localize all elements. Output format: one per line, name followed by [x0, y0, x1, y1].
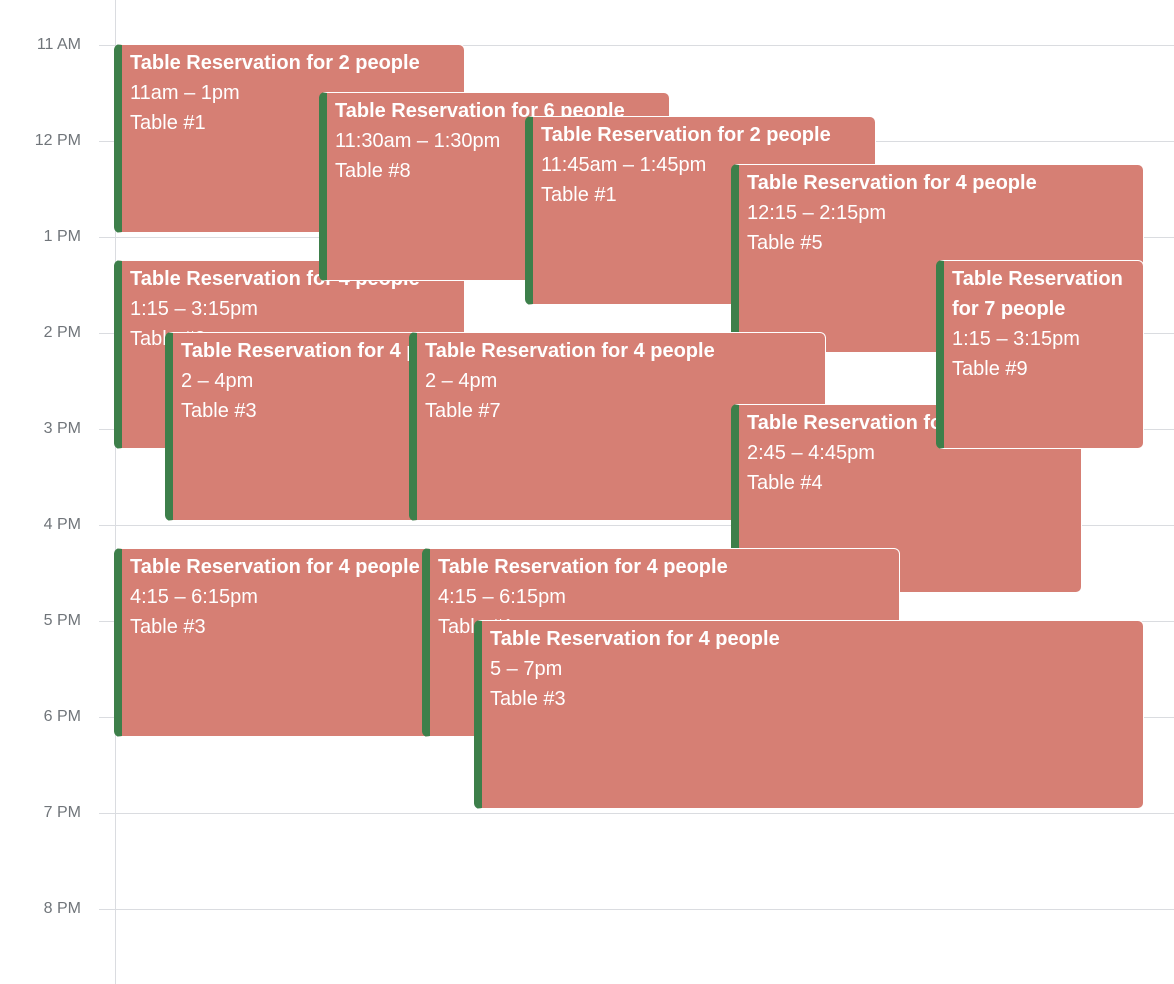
event-table: Table #5: [747, 232, 823, 254]
event-title: Table Reservation for 4 people: [490, 628, 780, 650]
event-title: Table Reservation for 2 people: [130, 52, 420, 74]
hour-row-11am: 11 AM: [0, 36, 1174, 53]
event-title: Table Reservation for 4 people: [747, 172, 1037, 194]
reservation-event[interactable]: Table Reservation for 4 people 4:15 – 6:…: [114, 548, 465, 737]
event-table: Table #3: [181, 400, 257, 422]
hour-label: 5 PM: [43, 612, 81, 629]
event-time: 5 – 7pm: [490, 658, 563, 680]
hour-label: 6 PM: [43, 708, 81, 725]
hour-row-4pm: 4 PM: [0, 516, 1174, 533]
hour-gridline: [99, 45, 1174, 46]
hour-row-7pm: 7 PM: [0, 804, 1174, 821]
event-time: 11:30am – 1:30pm: [335, 130, 501, 152]
hour-row-8pm: 8 PM: [0, 900, 1174, 917]
hour-gridline: [99, 813, 1174, 814]
hour-label: 12 PM: [34, 132, 81, 149]
event-time: 4:15 – 6:15pm: [438, 586, 566, 608]
hour-label: 8 PM: [43, 900, 81, 917]
event-time: 2:45 – 4:45pm: [747, 442, 875, 464]
event-title: Table Reservation for 2 people: [541, 124, 831, 146]
event-time: 11:45am – 1:45pm: [541, 154, 707, 176]
event-title: Table Reservation for 7 people: [952, 268, 1123, 320]
reservation-event[interactable]: Table Reservation for 7 people 1:15 – 3:…: [936, 260, 1144, 449]
hour-label: 2 PM: [43, 324, 81, 341]
event-title: Table Reservation for 4 people: [181, 340, 465, 362]
event-time: 2 – 4pm: [181, 370, 254, 392]
event-table: Table #1: [541, 184, 617, 206]
event-time: 12:15 – 2:15pm: [747, 202, 886, 224]
event-table: Table #8: [335, 160, 411, 182]
hour-label: 4 PM: [43, 516, 81, 533]
event-table: Table #4: [747, 472, 823, 494]
hour-gridline: [99, 525, 1174, 526]
event-title: Table Reservation for 4 people: [438, 556, 728, 578]
event-title: Table Reservation for 4 people: [130, 556, 420, 578]
event-time: 2 – 4pm: [425, 370, 498, 392]
hour-label: 11 AM: [36, 36, 81, 53]
event-table: Table #1: [130, 112, 206, 134]
hour-label: 7 PM: [43, 804, 81, 821]
event-table: Table #9: [952, 358, 1028, 380]
event-table: Table #3: [490, 688, 566, 710]
time-gutter-divider: [115, 0, 116, 984]
event-title: Table Reservation for 4 people: [425, 340, 715, 362]
event-time: 11am – 1pm: [130, 82, 240, 104]
hour-gridline: [99, 909, 1174, 910]
hour-label: 3 PM: [43, 420, 81, 437]
event-time: 1:15 – 3:15pm: [130, 298, 258, 320]
event-table: Table #7: [425, 400, 501, 422]
reservation-event[interactable]: Table Reservation for 4 people 5 – 7pm T…: [474, 620, 1144, 809]
event-time: 1:15 – 3:15pm: [952, 328, 1080, 350]
event-table: Table #3: [130, 616, 206, 638]
event-time: 4:15 – 6:15pm: [130, 586, 258, 608]
hour-label: 1 PM: [43, 228, 81, 245]
